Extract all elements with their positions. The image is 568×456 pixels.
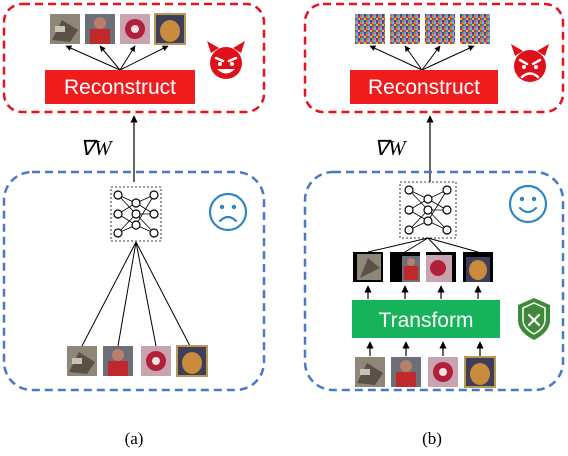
input-image-flower — [141, 346, 171, 376]
input-image-pot — [176, 345, 208, 377]
attacker-box-a — [2, 2, 266, 114]
input-images-a — [67, 345, 208, 377]
input-image-person — [103, 346, 133, 376]
recon-noise-2 — [390, 14, 420, 44]
recon-arrows-a — [65, 45, 169, 71]
caption-b: (b) — [422, 429, 442, 448]
transformed-image-3 — [426, 252, 456, 282]
reconstruct-box-b — [350, 70, 498, 104]
reconstruct-label-b: Reconstruct — [368, 76, 480, 99]
input-image-bird-b — [355, 357, 385, 387]
transformed-image-2 — [390, 252, 420, 282]
reconstruct-box-a — [45, 70, 195, 104]
client-box-a — [2, 170, 266, 392]
attacker-box-b — [303, 2, 565, 114]
neural-net-a — [110, 186, 162, 242]
recon-noise-1 — [355, 14, 385, 44]
devil-grin-icon — [207, 41, 245, 79]
caption-a: (a) — [125, 429, 144, 448]
reconstruct-label-a: Reconstruct — [64, 76, 176, 99]
panel-a: Reconstruct ∇W — [2, 2, 266, 448]
input-image-pot-b — [464, 356, 496, 388]
input-image-bird — [67, 346, 97, 376]
transformed-image-4 — [463, 252, 493, 282]
reconstructed-images-b — [355, 14, 490, 44]
client-box-b — [303, 170, 565, 392]
gradient-label-a: ∇W — [80, 136, 114, 160]
input-image-person-b — [391, 357, 421, 387]
sad-face-icon — [208, 192, 248, 232]
reconstructed-images-a — [50, 13, 186, 45]
happy-face-icon — [508, 184, 548, 224]
recon-noise-4 — [460, 14, 490, 44]
input-image-flower-b — [428, 357, 458, 387]
neural-net-b — [399, 181, 457, 239]
shield-check-icon — [518, 298, 550, 340]
transform-in-arrows — [366, 341, 484, 356]
panel-b: Reconstruct ∇W — [303, 2, 565, 448]
transformed-image-1 — [353, 252, 383, 282]
net-lines-b — [367, 237, 479, 253]
transform-out-arrows — [364, 285, 482, 299]
transform-box — [352, 300, 500, 338]
transformed-images-b — [353, 252, 493, 282]
devil-angry-icon — [511, 44, 549, 82]
data-lines-a — [81, 241, 191, 347]
recon-noise-3 — [425, 14, 455, 44]
recon-arrows-b — [369, 45, 475, 71]
recon-image-flower — [120, 14, 150, 44]
recon-image-person — [85, 14, 115, 44]
transform-label: Transform — [379, 309, 474, 332]
input-images-b — [355, 356, 496, 388]
gradient-label-b: ∇W — [374, 136, 408, 160]
recon-image-pot — [154, 13, 186, 45]
recon-image-bird — [50, 14, 80, 44]
